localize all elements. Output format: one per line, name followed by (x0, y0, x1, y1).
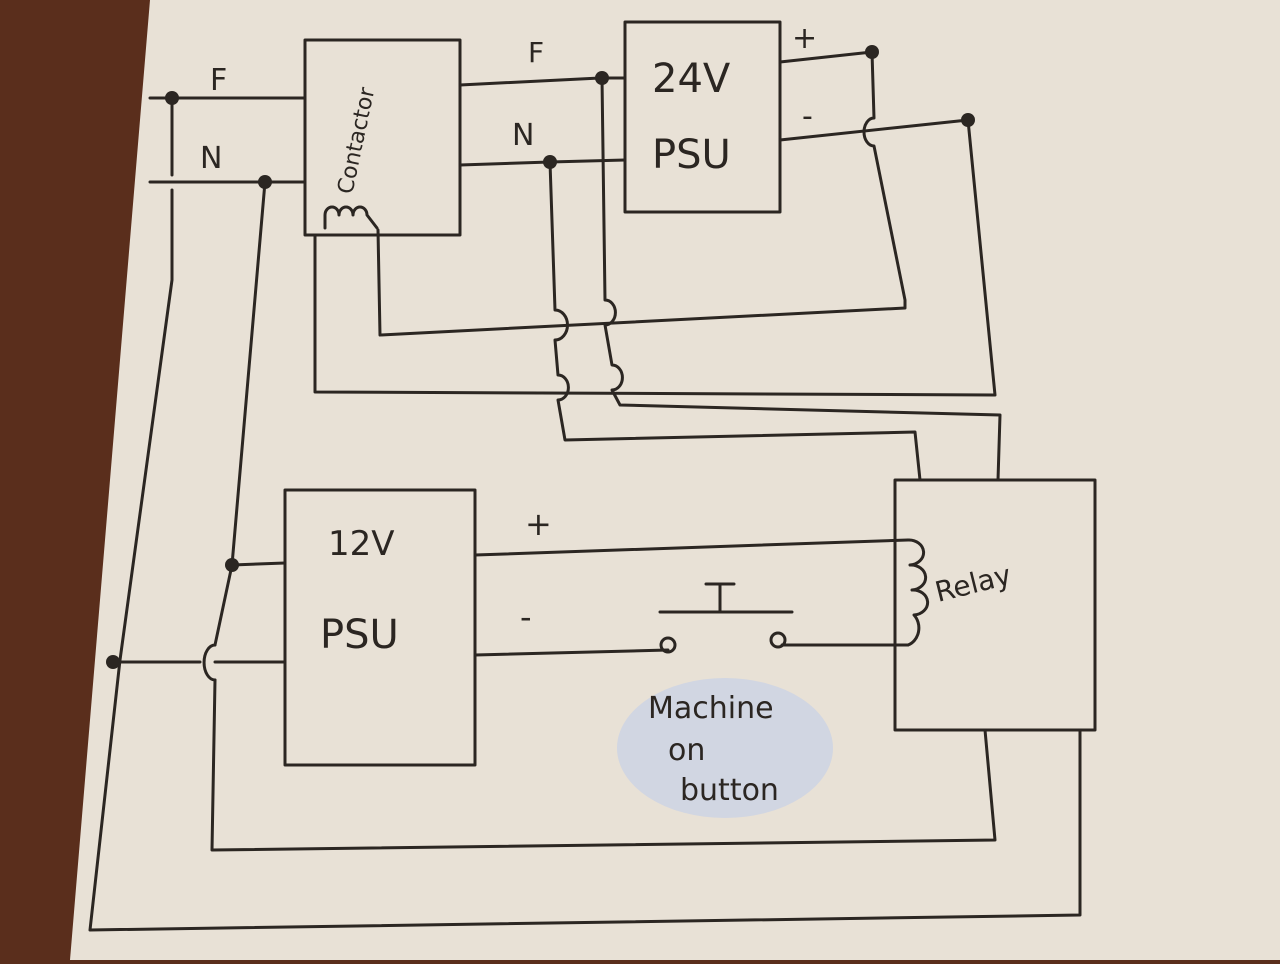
button-label-line-1: Machine (648, 691, 774, 726)
psu-12v-box (283, 488, 477, 767)
phase-bus-wire (88, 96, 1082, 932)
psu-24v-minus: - (802, 99, 813, 134)
button-contact-left (659, 636, 677, 654)
junction-dot (595, 71, 609, 85)
junction-dot (543, 155, 557, 169)
label-highlight (617, 678, 833, 818)
paper-sheet (70, 0, 1280, 960)
junction-dot (165, 91, 179, 105)
junction-dot (258, 175, 272, 189)
psu24-minus-wire (313, 118, 997, 397)
psu-12v-minus: - (520, 598, 532, 636)
mains-neutral-label: N (200, 141, 222, 176)
push-button (658, 582, 794, 614)
button-label-line-3: button (680, 773, 779, 808)
junction-dot (225, 558, 239, 572)
junction-dots (106, 45, 975, 669)
phase-drop-wire (600, 76, 1002, 482)
junction-dot (865, 45, 879, 59)
psu12-minus-wire (473, 648, 670, 657)
button-label-line-2: on (668, 733, 705, 768)
psu-24v-sub: PSU (652, 132, 731, 178)
psu-12v-sub: PSU (320, 612, 399, 658)
psu-12v-plus: + (525, 505, 552, 543)
junction-dot (961, 113, 975, 127)
button-contact-right (769, 631, 787, 649)
psu24-plus-wire (376, 50, 907, 337)
contactor-box (303, 38, 462, 237)
mains-phase-label: F (210, 63, 227, 98)
contactor-coil (323, 205, 379, 230)
relay-coil (906, 538, 930, 647)
junction-dot (106, 655, 120, 669)
psu-24v-plus: + (792, 21, 817, 56)
contactor-phase-out-label: F (528, 36, 544, 69)
relay-box (893, 478, 1097, 732)
psu-24v-title: 24V (652, 56, 731, 102)
psu-12v-title: 12V (328, 524, 395, 564)
contactor-neutral-out-label: N (512, 118, 534, 153)
neutral-to-12v-wire (230, 561, 287, 567)
psu12-plus-wire (473, 538, 910, 557)
neutral-drop-wire (548, 160, 922, 482)
psu-24v-box (623, 20, 782, 214)
neutral-crossover (202, 643, 217, 682)
